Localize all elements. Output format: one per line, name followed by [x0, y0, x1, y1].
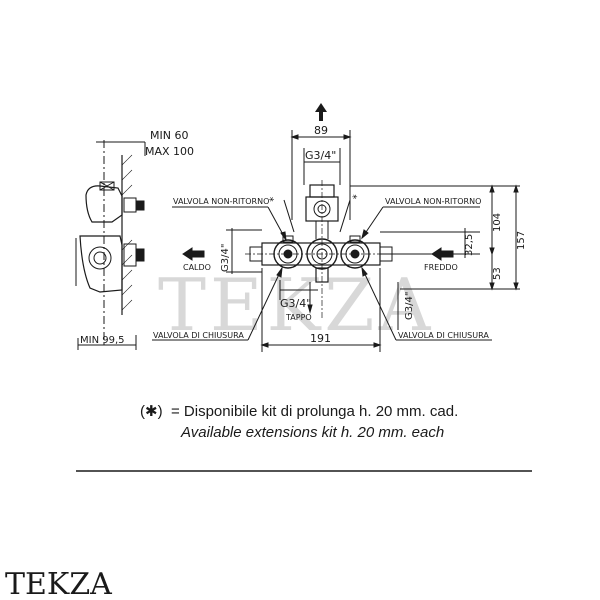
label-freddo: FREDDO [424, 263, 458, 272]
up-arrow-icon [315, 103, 327, 121]
side-view [75, 140, 146, 350]
label-valvola-non-ritorno-left: VALVOLA NON-RITORNO [173, 197, 269, 206]
label-dim-157: 157 [516, 231, 527, 250]
label-dim-53: 53 [492, 267, 503, 280]
label-caldo: CALDO [183, 263, 211, 272]
label-dim-191: 191 [310, 332, 331, 345]
label-g34-bottom: G3/4" [280, 297, 311, 310]
label-valvola-non-ritorno-right: VALVOLA NON-RITORNO [385, 197, 481, 206]
label-dim-32-5: 32,5 [464, 234, 475, 256]
label-min-60: MIN 60 [150, 129, 188, 142]
label-star-left: * [268, 196, 278, 208]
label-g34-bottom-right-vertical: G3/4" [404, 292, 415, 320]
note-line-2: Available extensions kit h. 20 mm. each [180, 424, 444, 441]
front-view [152, 130, 520, 352]
label-g34-top: G3/4" [305, 149, 336, 162]
watermark-text: TEKZA [158, 263, 434, 347]
label-dim-89: 89 [314, 124, 328, 137]
note-symbol: (✱) [140, 403, 163, 420]
label-min-99-5: MIN 99,5 [80, 335, 125, 346]
label-valvola-chiusura-left: VALVOLA DI CHIUSURA [153, 331, 244, 340]
note-line-1: = Disponibile kit di prolunga h. 20 mm. … [171, 403, 458, 420]
brand-logo-text: TEKZA [5, 567, 112, 600]
label-star-right: * [349, 193, 359, 205]
label-max-100: MAX 100 [145, 145, 194, 158]
label-tappo: TAPPO [285, 313, 312, 322]
label-dim-104: 104 [492, 213, 503, 232]
label-g34-left-vertical: G3/4" [220, 244, 231, 272]
label-valvola-chiusura-right: VALVOLA DI CHIUSURA [398, 331, 489, 340]
